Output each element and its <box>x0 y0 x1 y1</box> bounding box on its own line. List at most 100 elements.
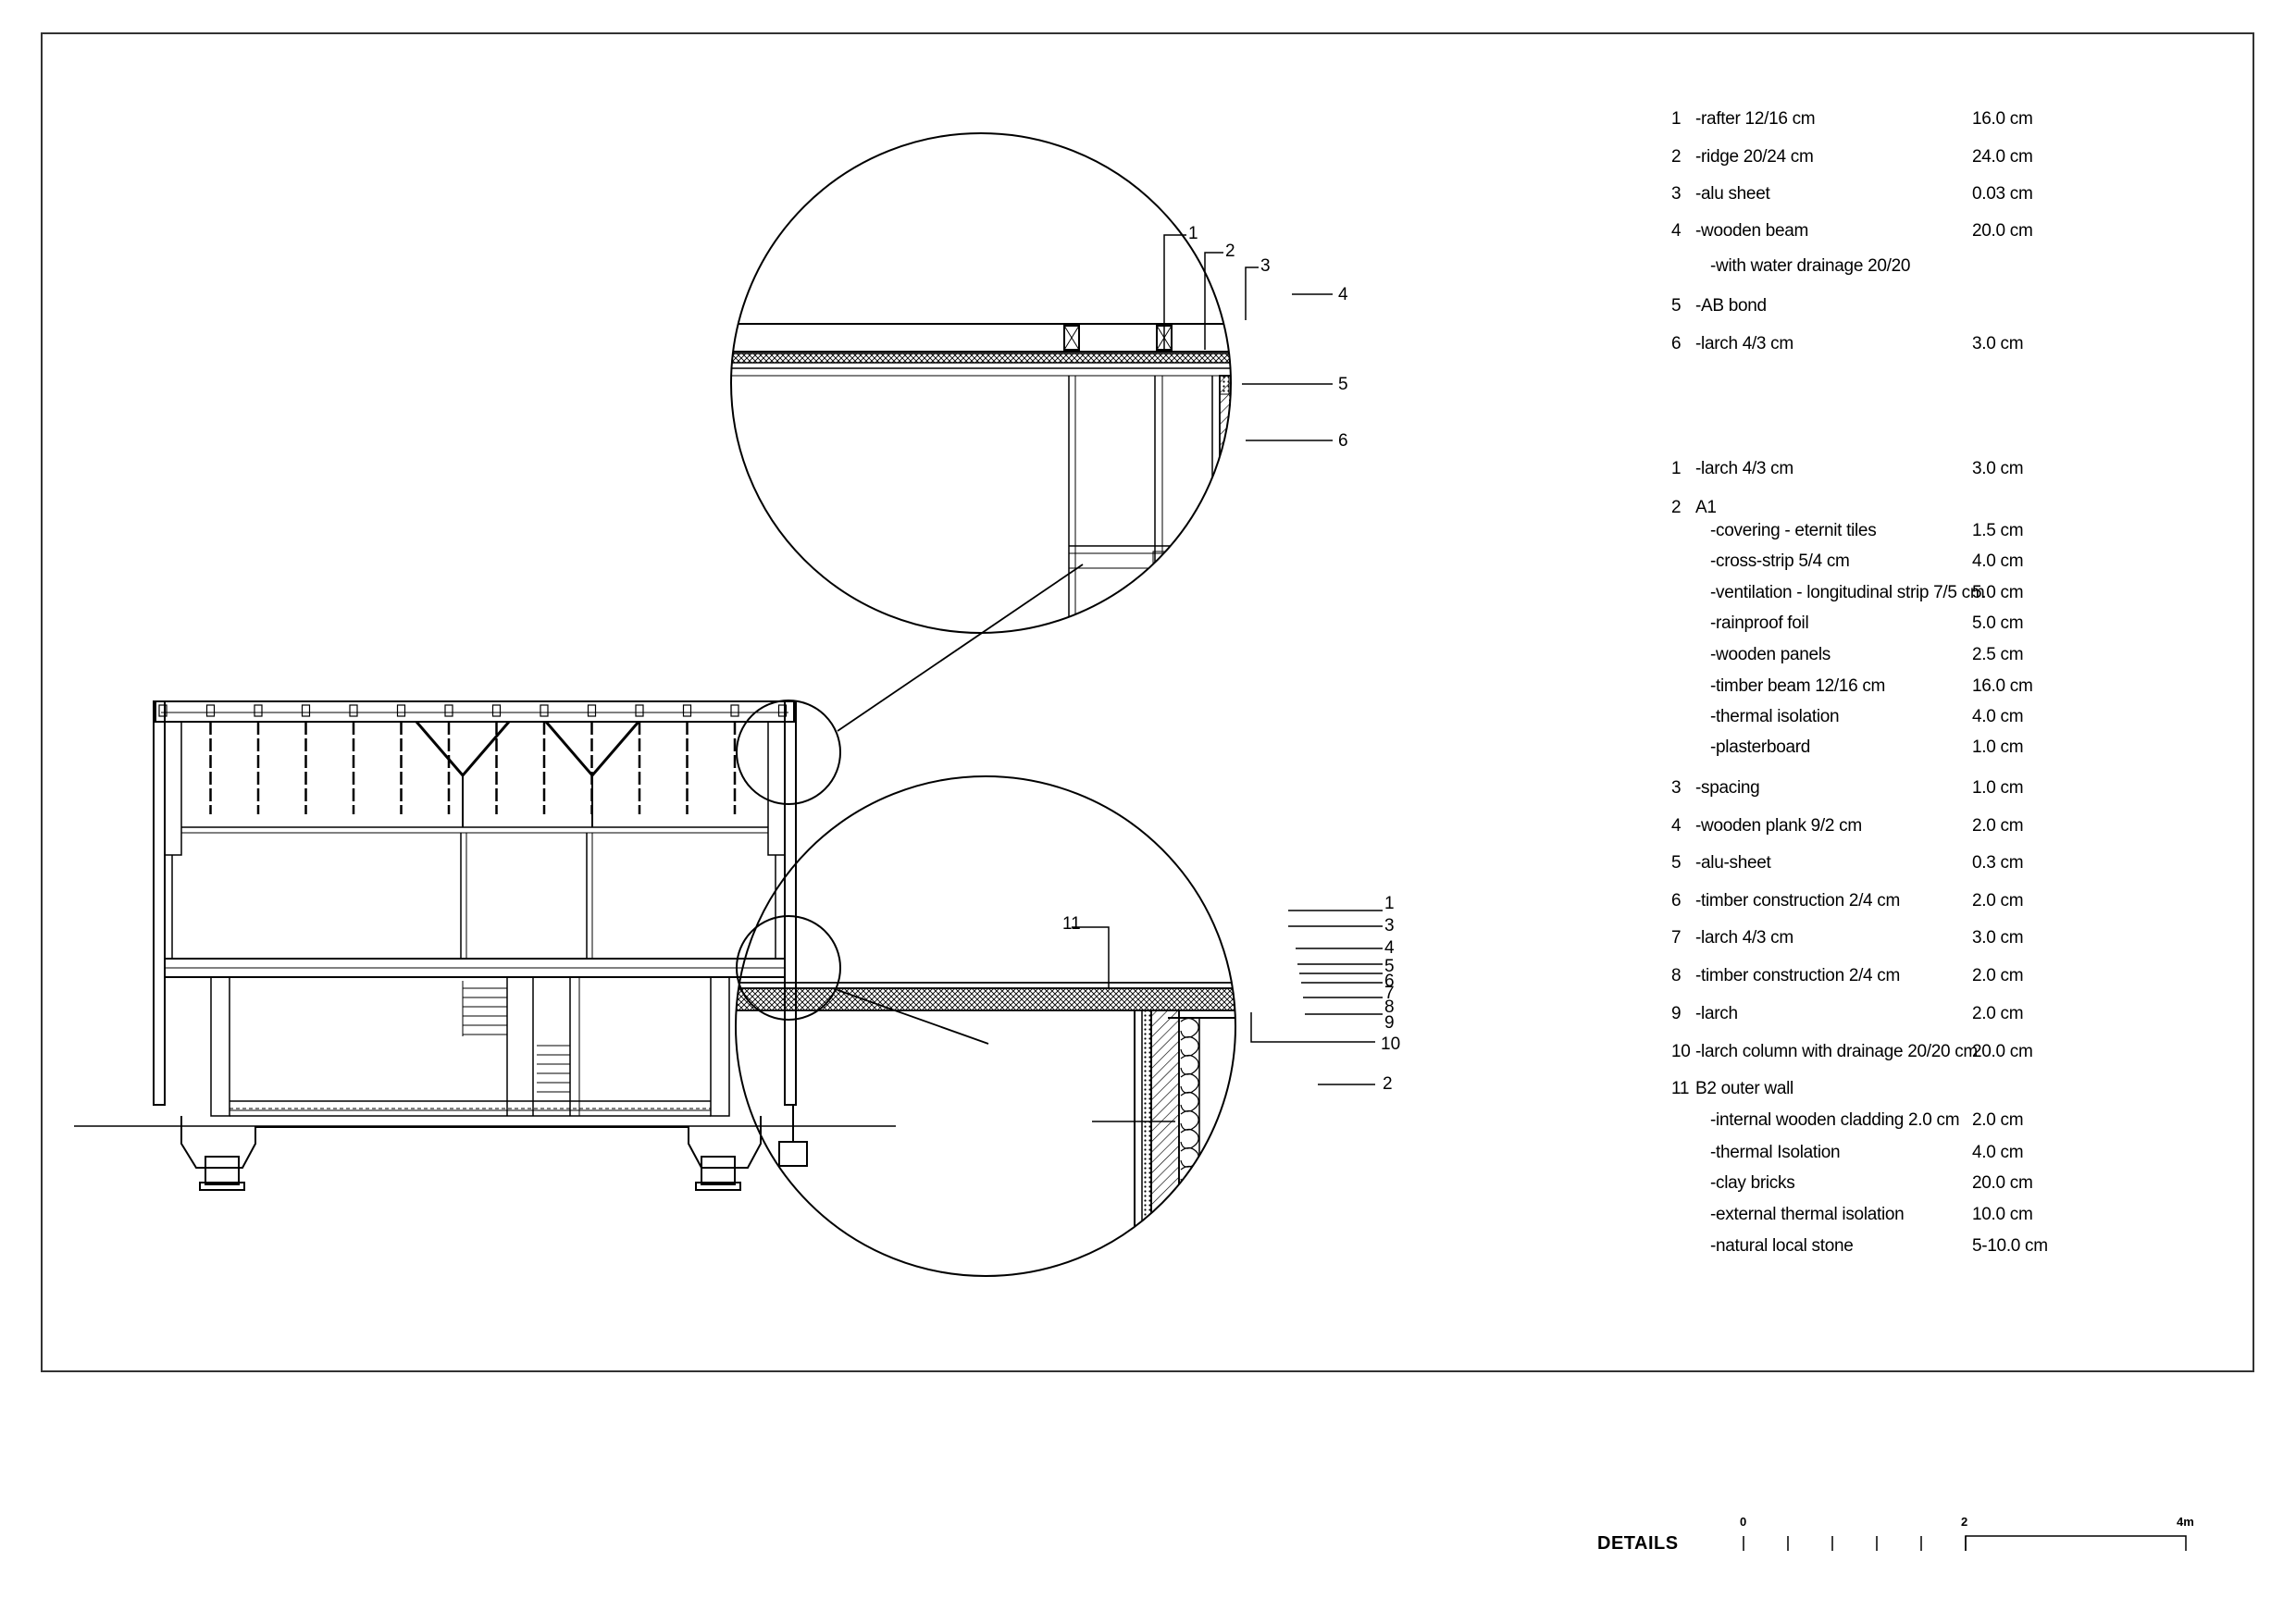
floor-legend-value: 3.0 cm <box>1972 459 2024 478</box>
floor-legend-description: -ventilation - longitudinal strip 7/5 cm <box>1710 583 1985 602</box>
floor-legend-number: 11 <box>1671 1079 1690 1098</box>
floor-legend-value: 1.0 cm <box>1972 737 2024 757</box>
rafter-14 <box>777 704 788 717</box>
lower-callout-5: 5 <box>1384 957 1395 976</box>
rafter-4 <box>301 704 311 717</box>
roof-legend-description: -AB bond <box>1695 296 1767 316</box>
stone <box>1180 1109 1199 1131</box>
drawing-frame <box>41 32 2254 1372</box>
floor-legend-row: -plasterboard 1.0 cm <box>1671 737 2060 760</box>
roof-legend-value: 20.0 cm <box>1972 221 2033 241</box>
floor-legend-description: -larch 4/3 cm <box>1695 928 1793 948</box>
floor-legend-description: -wooden plank 9/2 cm <box>1695 816 1862 836</box>
floor-legend-value: 4.0 cm <box>1972 707 2024 726</box>
floor-legend-row: -thermal Isolation 4.0 cm <box>1671 1143 2060 1165</box>
floor-legend-number: 2 <box>1671 498 1682 517</box>
stone <box>1180 1091 1199 1112</box>
floor-legend-number: 5 <box>1671 853 1682 873</box>
floor-legend-description: -rainproof foil <box>1710 613 1809 633</box>
stone <box>1180 1017 1199 1038</box>
stone <box>1180 1220 1199 1242</box>
lower-callout-3: 3 <box>1384 916 1395 935</box>
floor-legend-row: -rainproof foil 5.0 cm <box>1671 613 2060 636</box>
roof-legend-value: 3.0 cm <box>1972 334 2024 353</box>
floor-legend-value: 1.0 cm <box>1972 778 2024 798</box>
floor-legend-number: 10 <box>1671 1042 1691 1061</box>
floor-legend-description: -thermal isolation <box>1710 707 1840 726</box>
rafter-3 <box>254 704 263 717</box>
floor-legend-description: -natural local stone <box>1710 1236 1854 1256</box>
floor-legend-value: 2.0 cm <box>1972 891 2024 911</box>
upper-callout-4: 4 <box>1338 285 1348 304</box>
rafter-7 <box>444 704 453 717</box>
rafter-8 <box>491 704 502 717</box>
floor-legend-number: 4 <box>1671 816 1682 836</box>
roof-legend-description: -ridge 20/24 cm <box>1695 147 1814 167</box>
floor-legend-value: 5.0 cm <box>1972 583 2024 602</box>
rafter-5 <box>349 704 358 717</box>
rafter-1 <box>158 704 168 717</box>
floor-legend-row: -thermal isolation 4.0 cm <box>1671 707 2060 729</box>
floor-legend-row: 4 -wooden plank 9/2 cm 2.0 cm <box>1671 816 2060 838</box>
scale-bar <box>1743 1535 2187 1551</box>
upper-callout-5: 5 <box>1338 375 1348 394</box>
stone <box>1180 1128 1199 1149</box>
floor-legend-description: -thermal Isolation <box>1710 1143 1841 1162</box>
floor-legend-row: -ventilation - longitudinal strip 7/5 cm… <box>1671 583 2060 605</box>
floor-legend-value: 1.5 cm <box>1972 521 2024 540</box>
floor-legend-value: 20.0 cm <box>1972 1042 2033 1061</box>
roof-legend-description: -rafter 12/16 cm <box>1695 109 1816 129</box>
rafter-11 <box>635 704 644 717</box>
floor-legend-value: 2.0 cm <box>1972 816 2024 836</box>
floor-legend-description: -timber construction 2/4 cm <box>1695 966 1901 985</box>
rafter-13 <box>730 704 739 717</box>
floor-legend-description: -cross-strip 5/4 cm <box>1710 551 1850 571</box>
stone <box>1180 1183 1199 1205</box>
roof-legend-number: 3 <box>1671 184 1682 204</box>
floor-legend-number: 1 <box>1671 459 1682 478</box>
floor-legend-value: 5.0 cm <box>1972 613 2024 633</box>
roof-legend-number: 2 <box>1671 147 1682 167</box>
rafter-row <box>158 704 788 814</box>
stone <box>1180 1035 1199 1057</box>
stone <box>1181 1277 1198 1296</box>
stone <box>1180 1054 1199 1075</box>
floor-legend-description: -timber construction 2/4 cm <box>1695 891 1901 911</box>
floor-legend-value: 4.0 cm <box>1972 1143 2024 1162</box>
roof-legend-number: 1 <box>1671 109 1682 129</box>
floor-legend-value: 2.0 cm <box>1972 1110 2024 1130</box>
building-section <box>74 564 1084 1191</box>
lower-callout-10: 10 <box>1381 1035 1400 1054</box>
roof-legend-row: -with water drainage 20/20 <box>1671 256 2060 279</box>
lower-callout-11: 11 <box>1062 914 1081 934</box>
floor-legend-description: -plasterboard <box>1710 737 1811 757</box>
floor-legend-value: 5-10.0 cm <box>1972 1236 2048 1256</box>
floor-legend-description: -clay bricks <box>1710 1173 1795 1193</box>
roof-legend-description: -with water drainage 20/20 <box>1710 256 1911 276</box>
stone <box>1180 1239 1199 1260</box>
upper-callout-6: 6 <box>1338 431 1348 451</box>
floor-legend-description: -larch <box>1695 1004 1738 1023</box>
floor-legend-number: 7 <box>1671 928 1682 948</box>
roof-legend-description: -wooden beam <box>1695 221 1809 241</box>
sheet-title: DETAILS <box>1597 1533 1679 1554</box>
floor-legend-number: 3 <box>1671 778 1682 798</box>
rafter-10 <box>587 704 597 717</box>
